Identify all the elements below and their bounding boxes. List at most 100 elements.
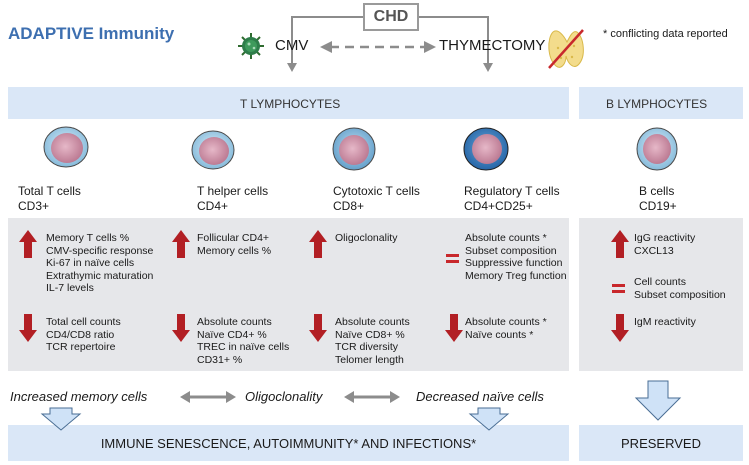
- cell-helper-t-icon: [191, 130, 235, 170]
- b-increased-list: IgG reactivity CXCL13: [634, 232, 695, 257]
- list-item: Telomer length: [335, 353, 404, 366]
- thymectomy-down-arrowhead: [483, 63, 493, 72]
- cell-b-icon: [636, 127, 678, 171]
- list-item: CD4/CD8 ratio: [46, 328, 115, 341]
- outcome-decreased-naive: Decreased naïve cells: [416, 389, 544, 404]
- list-item: Subset composition: [634, 288, 726, 301]
- b-lymphocytes-label: B LYMPHOCYTES: [606, 97, 708, 111]
- list-item: Memory cells %: [197, 244, 272, 257]
- list-item: Naïve CD8+ %: [335, 328, 405, 341]
- cmv-label: CMV: [275, 37, 309, 54]
- chd-box: CHD: [363, 3, 419, 31]
- big-down-arrow-b: [634, 380, 682, 421]
- cell-regulatory-t-icon: [463, 127, 509, 171]
- cell-marker: CD4+: [197, 199, 229, 213]
- list-item: Ki-67 in naïve cells: [46, 257, 135, 269]
- cell-marker: CD8+: [333, 199, 365, 213]
- equal-icon: [446, 254, 459, 263]
- cell-label-cytotoxic-t: Cytotoxic T cells CD8+: [333, 184, 420, 214]
- cell-marker: CD3+: [18, 199, 50, 213]
- virus-icon: [238, 33, 264, 59]
- up-arrow-icon: [309, 230, 327, 258]
- footnote-conflicting: * conflicting data reported: [603, 28, 728, 40]
- chd-connector: [291, 16, 489, 63]
- page-title: ADAPTIVE Immunity: [8, 24, 175, 43]
- cell-label-b: B cells CD19+: [639, 184, 677, 214]
- list-item: Absolute counts: [197, 316, 272, 328]
- outcome-double-arrow-right: [344, 391, 400, 403]
- down-arrow-icon: [445, 314, 463, 342]
- helper-t-increased-list: Follicular CD4+ Memory cells %: [197, 232, 271, 257]
- list-item: TREC in naïve cells: [197, 341, 290, 353]
- list-item: IL-7 levels: [46, 282, 94, 294]
- equal-icon: [612, 284, 625, 293]
- down-arrow-icon: [172, 314, 190, 342]
- list-item: CD31+ %: [197, 353, 243, 366]
- regulatory-t-decreased-list: Absolute counts * Naïve counts *: [465, 316, 547, 341]
- list-item: Memory T cells %: [46, 232, 130, 244]
- dashed-double-arrow: [320, 41, 436, 53]
- list-item: Follicular CD4+: [197, 232, 270, 244]
- cell-name: Cytotoxic T cells: [333, 184, 420, 198]
- t-lymphocytes-band: [8, 87, 569, 119]
- cmv-down-arrowhead: [287, 63, 297, 72]
- t-outcome-text: IMMUNE SENESCENCE, AUTOIMMUNITY* AND INF…: [100, 435, 477, 451]
- list-item: TCR repertoire: [46, 341, 116, 353]
- cell-label-regulatory-t: Regulatory T cells CD4+CD25+: [464, 184, 560, 214]
- b-outcome-box: PRESERVED: [579, 425, 743, 461]
- helper-t-decreased-list: Absolute counts Naïve CD4+ % TREC in naï…: [197, 316, 289, 366]
- list-item: Absolute counts *: [465, 232, 547, 244]
- big-down-arrow-right: [468, 407, 510, 431]
- list-item: CMV-specific response: [46, 244, 154, 257]
- regulatory-t-unchanged-list: Absolute counts * Subset composition Sup…: [465, 232, 567, 282]
- cytotoxic-t-increased-list: Oligoclonality: [335, 232, 397, 245]
- outcome-double-arrow-left: [180, 391, 236, 403]
- up-arrow-icon: [19, 230, 37, 258]
- cell-label-helper-t: T helper cells CD4+: [197, 184, 268, 214]
- list-item: IgG reactivity: [634, 232, 696, 244]
- thymectomy-label: THYMECTOMY: [439, 37, 546, 54]
- b-changes-panel: [579, 218, 743, 371]
- b-lymphocytes-band: [579, 87, 743, 119]
- thymus-crossed-icon: [548, 29, 584, 69]
- up-arrow-icon: [172, 230, 190, 258]
- list-item: Total cell counts: [46, 316, 121, 328]
- t-lymphocytes-label: T LYMPHOCYTES: [240, 97, 341, 111]
- cell-name: Total T cells: [18, 184, 81, 198]
- list-item: Memory Treg function: [465, 269, 567, 282]
- cytotoxic-t-decreased-list: Absolute counts Naïve CD8+ % TCR diversi…: [335, 316, 410, 366]
- t-outcome-box: IMMUNE SENESCENCE, AUTOIMMUNITY* AND INF…: [8, 425, 569, 461]
- list-item: CXCL13: [634, 244, 674, 257]
- total-t-decreased-list: Total cell counts CD4/CD8 ratio TCR repe…: [46, 316, 121, 354]
- b-outcome-text: PRESERVED: [621, 435, 701, 451]
- down-arrow-icon: [309, 314, 327, 342]
- list-item: Extrathymic maturation: [46, 269, 154, 282]
- list-item: Suppressive function: [465, 257, 563, 269]
- list-item: Absolute counts *: [465, 316, 547, 328]
- t-changes-panel: [8, 218, 569, 371]
- total-t-increased-list: Memory T cells % CMV-specific response K…: [46, 232, 153, 295]
- list-item: Naïve CD4+ %: [197, 328, 267, 341]
- cell-marker: CD19+: [639, 199, 677, 213]
- list-item: Oligoclonality: [335, 232, 398, 244]
- cell-label-total-t: Total T cells CD3+: [18, 184, 81, 214]
- big-down-arrow-left: [40, 407, 82, 431]
- b-unchanged-list: Cell counts Subset composition: [634, 276, 726, 301]
- down-arrow-icon: [611, 314, 629, 342]
- list-item: IgM reactivity: [634, 316, 696, 328]
- cell-name: B cells: [639, 184, 675, 198]
- list-item: TCR diversity: [335, 341, 399, 353]
- outcome-increased-memory: Increased memory cells: [10, 389, 148, 404]
- up-arrow-icon: [611, 230, 629, 258]
- cell-cytotoxic-t-icon: [332, 127, 376, 171]
- list-item: Naïve counts *: [465, 328, 534, 341]
- cell-name: Regulatory T cells: [464, 184, 560, 198]
- down-arrow-icon: [19, 314, 37, 342]
- list-item: Subset composition: [465, 244, 557, 257]
- outcome-oligoclonality: Oligoclonality: [245, 389, 323, 404]
- cell-total-t-icon: [43, 126, 89, 168]
- list-item: Cell counts: [634, 276, 686, 288]
- list-item: Absolute counts: [335, 316, 410, 328]
- cell-marker: CD4+CD25+: [464, 199, 533, 213]
